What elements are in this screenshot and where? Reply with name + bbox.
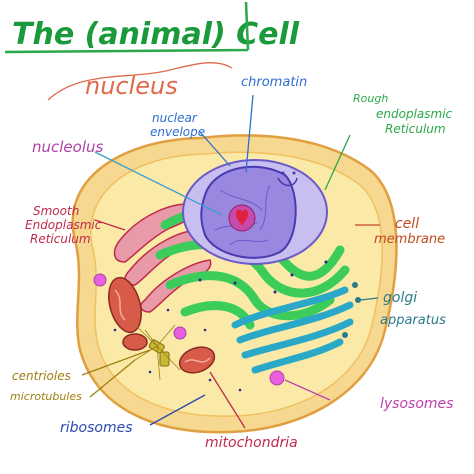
golgi-line: [359, 297, 379, 301]
label-ribosomes: ribosomes: [60, 420, 133, 436]
smooth-er-line: [94, 219, 126, 231]
chromatin-line: [245, 94, 254, 173]
leader-lines: [47, 62, 380, 429]
label-golgi-1: golgi: [383, 290, 417, 306]
page-title: The (animal) Cell: [12, 17, 300, 52]
label-golgi-2: apparatus: [380, 313, 446, 328]
label-smooth-er-2: Endoplasmic: [25, 218, 102, 232]
nucleus-bracket: [47, 62, 233, 101]
label-rough-er-2: endoplasmic: [376, 107, 453, 121]
label-nucleolus: nucleolus: [32, 138, 104, 156]
label-smooth-er-1: Smooth: [33, 204, 79, 218]
nucleolus-shape: [228, 204, 256, 232]
microtubules-line: [89, 359, 136, 398]
mitochondria-line: [209, 371, 246, 429]
ribosomes-line: [149, 394, 206, 426]
label-rough-er-3: Reticulum: [385, 122, 446, 136]
microtubules-lines: [129, 319, 181, 381]
label-nucleus: nucleus: [85, 72, 178, 100]
nucleolus-line: [94, 151, 223, 216]
label-nuclear-envelope-2: envelope: [150, 125, 205, 139]
label-microtubules: microtubules: [10, 390, 82, 403]
label-smooth-er-3: Reticulum: [30, 232, 91, 246]
label-rough-er-1: Rough: [353, 92, 388, 105]
golgi-shape: [231, 286, 354, 374]
centrioles-line: [81, 349, 151, 376]
lysosome-shapes: [93, 273, 285, 386]
label-cell-membrane-2: membrane: [374, 232, 445, 247]
rough-er-line: [324, 134, 351, 191]
label-cell-membrane-1: cell: [395, 216, 419, 232]
title-underline: [4, 1, 250, 54]
label-lysosomes: lysosomes: [380, 396, 453, 412]
lysosomes-line: [284, 379, 331, 401]
nucleus-shape: [182, 159, 328, 265]
golgi-vesicles: [342, 282, 361, 338]
label-chromatin: chromatin: [241, 75, 307, 90]
mitochondria-shapes: [108, 276, 216, 374]
ribosome-dots: [113, 308, 242, 392]
label-centrioles: centrioles: [12, 369, 71, 383]
nuclear-envelope-line: [199, 131, 231, 167]
label-mitochondria: mitochondria: [205, 435, 298, 451]
label-nuclear-envelope-1: nuclear: [152, 111, 198, 125]
